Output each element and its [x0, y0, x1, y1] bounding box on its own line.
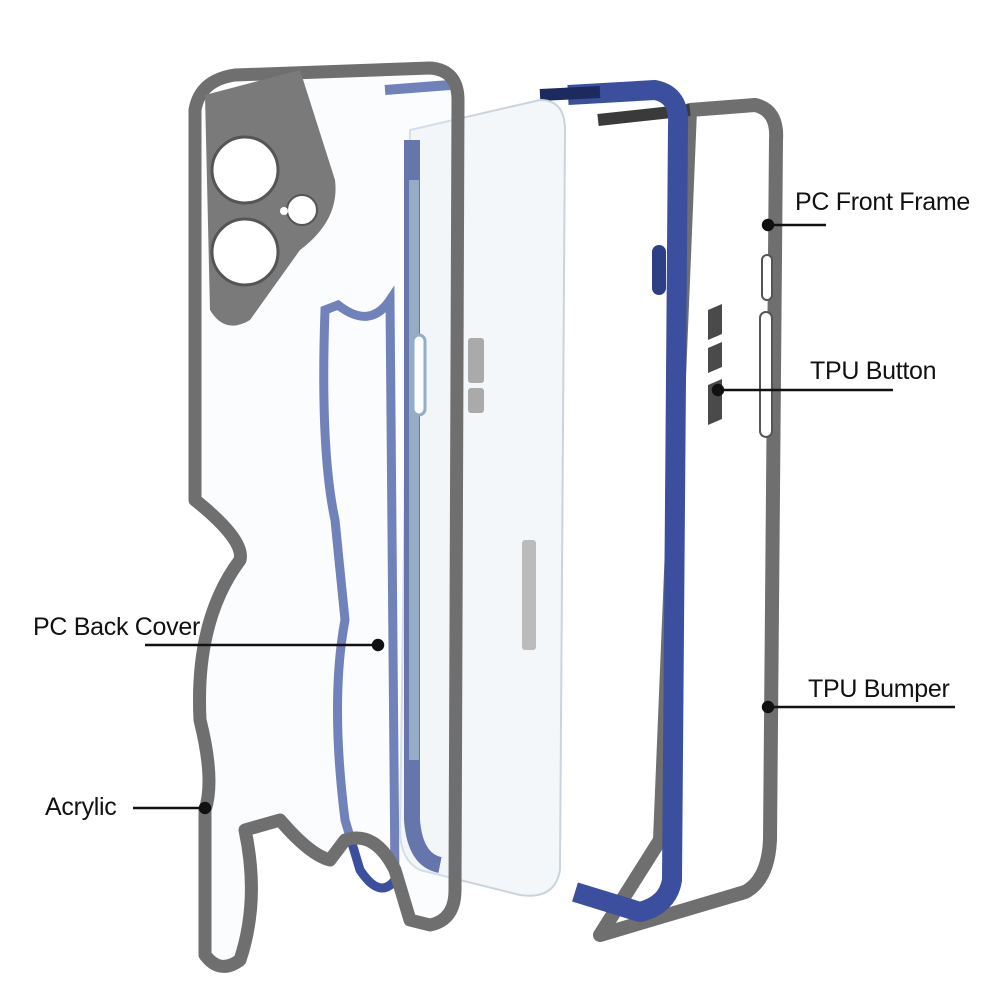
pc-front-frame-layer — [539, 80, 689, 922]
pc-back-cover-layer — [319, 80, 567, 897]
acrylic-back-layer — [188, 61, 465, 973]
label-pc-front-frame: PC Front Frame — [795, 188, 970, 216]
label-acrylic: Acrylic — [45, 793, 117, 821]
leader-lines — [133, 218, 955, 815]
tpu-buttons — [708, 304, 722, 425]
label-pc-back-cover: PC Back Cover — [33, 613, 200, 641]
label-tpu-bumper: TPU Bumper — [808, 675, 950, 703]
label-tpu-button: TPU Button — [810, 357, 937, 385]
